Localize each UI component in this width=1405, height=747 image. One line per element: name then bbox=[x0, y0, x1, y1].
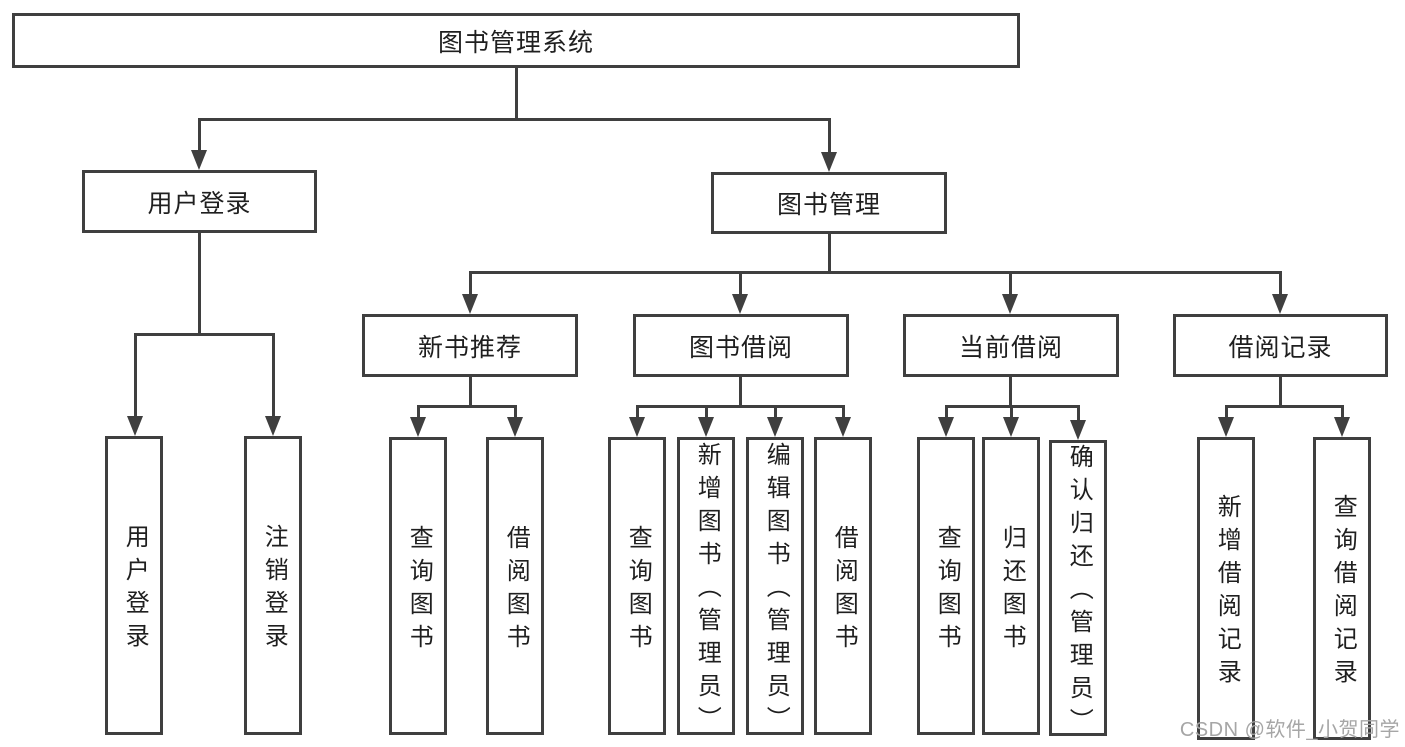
node-label: 图书管理 bbox=[776, 191, 881, 219]
node-label: 新书推荐 bbox=[417, 333, 522, 362]
node-label: 图书管理系统 bbox=[437, 28, 594, 57]
leaf-return-books: 归还图书 bbox=[982, 437, 1040, 735]
leaf-label: 新增图书（管理员） bbox=[693, 442, 721, 739]
arrowhead-down-icon bbox=[938, 417, 954, 437]
leaf-label: 新增借阅记录 bbox=[1213, 494, 1241, 692]
connector-segment bbox=[1009, 271, 1012, 294]
arrowhead-down-icon bbox=[462, 294, 478, 314]
connector-segment bbox=[739, 271, 742, 294]
arrowhead-down-icon bbox=[410, 417, 426, 437]
leaf-label: 用户登录 bbox=[121, 524, 149, 656]
arrowhead-down-icon bbox=[698, 417, 714, 437]
leaf-edit-books-admin: 编辑图书（管理员） bbox=[746, 437, 804, 739]
leaf-label: 借阅图书 bbox=[502, 524, 530, 657]
leaf-logout: 注销登录 bbox=[244, 436, 302, 735]
leaf-label: 确认归还（管理员） bbox=[1065, 444, 1093, 741]
connector-segment bbox=[469, 271, 472, 294]
connector-segment bbox=[636, 405, 639, 419]
connector-segment bbox=[134, 333, 275, 336]
connector-segment bbox=[1077, 405, 1080, 421]
leaf-query-borrow-record: 查询借阅记录 bbox=[1313, 437, 1371, 740]
connector-segment bbox=[469, 377, 472, 408]
connector-segment bbox=[1341, 405, 1344, 419]
arrowhead-down-icon bbox=[507, 417, 523, 437]
connector-segment bbox=[945, 405, 948, 419]
node-library-management-system: 图书管理系统 bbox=[12, 13, 1020, 68]
leaf-current-query-books: 查询图书 bbox=[917, 437, 975, 735]
arrowhead-down-icon bbox=[629, 417, 645, 437]
leaf-borrowing-query-books: 查询图书 bbox=[608, 437, 666, 735]
leaf-label: 借阅图书 bbox=[830, 524, 858, 657]
node-label: 用户登录 bbox=[147, 189, 252, 218]
node-label: 借阅记录 bbox=[1228, 333, 1333, 362]
node-current-borrowing: 当前借阅 bbox=[903, 314, 1119, 377]
leaf-recommend-query-books: 查询图书 bbox=[389, 437, 447, 735]
arrowhead-down-icon bbox=[265, 416, 281, 436]
node-borrowing-records: 借阅记录 bbox=[1173, 314, 1388, 377]
connector-segment bbox=[774, 405, 777, 419]
connector-segment bbox=[1225, 405, 1228, 419]
arrowhead-down-icon bbox=[1003, 417, 1019, 437]
connector-segment bbox=[272, 333, 275, 416]
connector-segment bbox=[828, 118, 831, 154]
leaf-recommend-borrow-books: 借阅图书 bbox=[486, 437, 544, 735]
connector-segment bbox=[946, 405, 1080, 408]
connector-segment bbox=[198, 118, 831, 121]
node-book-borrowing: 图书借阅 bbox=[633, 314, 849, 377]
connector-segment bbox=[705, 405, 708, 419]
leaf-label: 查询图书 bbox=[624, 524, 652, 657]
leaf-label: 注销登录 bbox=[260, 524, 288, 656]
csdn-watermark: CSDN @软件_小贺同学 bbox=[1179, 719, 1400, 741]
leaf-label: 归还图书 bbox=[998, 524, 1026, 657]
connector-segment bbox=[1279, 377, 1282, 408]
arrowhead-down-icon bbox=[191, 150, 207, 170]
arrowhead-down-icon bbox=[1272, 294, 1288, 314]
connector-segment bbox=[739, 377, 742, 408]
leaf-add-borrow-record: 新增借阅记录 bbox=[1197, 437, 1255, 740]
connector-segment bbox=[515, 68, 518, 120]
connector-segment bbox=[134, 333, 137, 416]
node-label: 当前借阅 bbox=[958, 333, 1063, 362]
connector-segment bbox=[198, 233, 201, 333]
arrowhead-down-icon bbox=[821, 152, 837, 172]
leaf-label: 编辑图书（管理员） bbox=[762, 442, 790, 739]
arrowhead-down-icon bbox=[732, 294, 748, 314]
leaf-label: 查询借阅记录 bbox=[1329, 494, 1357, 692]
connector-segment bbox=[418, 405, 517, 408]
connector-segment bbox=[842, 405, 845, 419]
connector-segment bbox=[1009, 377, 1012, 408]
arrowhead-down-icon bbox=[835, 417, 851, 437]
connector-segment bbox=[417, 405, 420, 419]
arrowhead-down-icon bbox=[1070, 420, 1086, 440]
arrowhead-down-icon bbox=[1002, 294, 1018, 314]
node-user-login: 用户登录 bbox=[82, 170, 317, 233]
connector-segment bbox=[514, 405, 517, 419]
leaf-label: 查询图书 bbox=[405, 524, 433, 657]
arrowhead-down-icon bbox=[1334, 417, 1350, 437]
arrowhead-down-icon bbox=[767, 417, 783, 437]
connector-segment bbox=[470, 271, 1281, 274]
leaf-user-login: 用户登录 bbox=[105, 436, 163, 735]
leaf-borrow-books: 借阅图书 bbox=[814, 437, 872, 735]
arrowhead-down-icon bbox=[127, 416, 143, 436]
arrowhead-down-icon bbox=[1218, 417, 1234, 437]
leaf-label: 查询图书 bbox=[933, 524, 961, 657]
node-label: 图书借阅 bbox=[688, 333, 793, 362]
leaf-confirm-return-admin: 确认归还（管理员） bbox=[1049, 440, 1107, 741]
connector-segment bbox=[637, 405, 844, 408]
leaf-add-books-admin: 新增图书（管理员） bbox=[677, 437, 735, 739]
connector-segment bbox=[1010, 405, 1013, 419]
node-book-management: 图书管理 bbox=[711, 172, 947, 234]
connector-segment bbox=[828, 234, 831, 271]
connector-segment bbox=[198, 118, 201, 152]
node-new-book-recommendation: 新书推荐 bbox=[362, 314, 578, 377]
connector-segment bbox=[1226, 405, 1344, 408]
connector-segment bbox=[1279, 271, 1282, 294]
